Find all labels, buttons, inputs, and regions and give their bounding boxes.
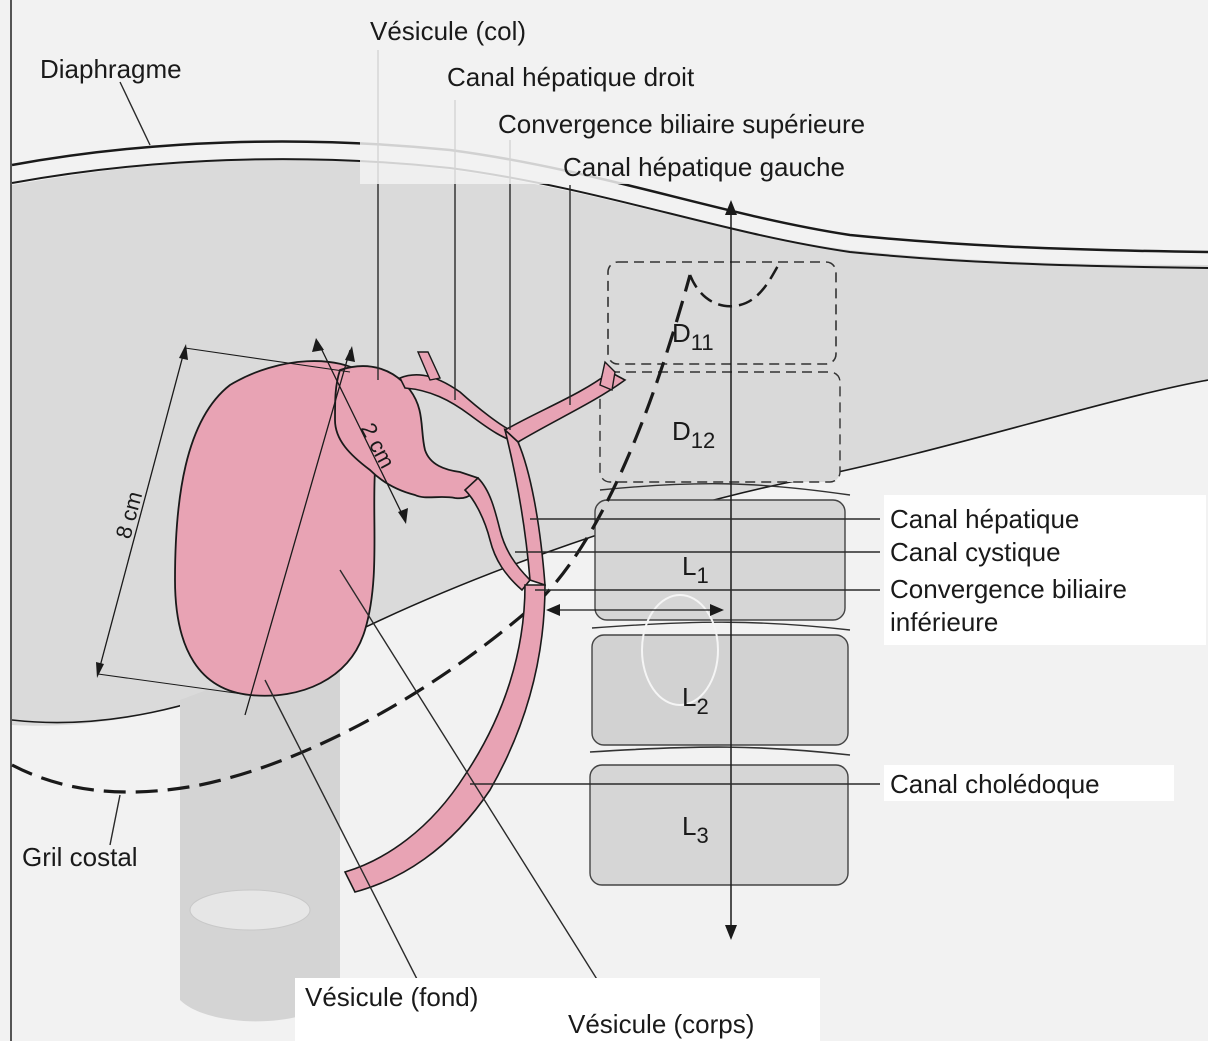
vertebra-l3	[590, 765, 848, 885]
label-vesicule-corps: Vésicule (corps)	[568, 1009, 754, 1039]
label-convergence-inferieure-2: inférieure	[890, 607, 998, 637]
label-canal-hepatique-droit: Canal hépatique droit	[447, 62, 695, 92]
label-vesicule-col: Vésicule (col)	[370, 16, 526, 46]
colon-end	[190, 890, 310, 930]
label-diaphragme: Diaphragme	[40, 54, 182, 84]
label-canal-choledoque: Canal cholédoque	[890, 769, 1100, 799]
label-vesicule-fond: Vésicule (fond)	[305, 982, 478, 1012]
colon-shadow	[180, 640, 340, 1021]
label-gril-costal: Gril costal	[22, 842, 138, 872]
vertebra-d12	[600, 372, 840, 482]
label-canal-hepatique-gauche: Canal hépatique gauche	[563, 152, 845, 182]
label-canal-hepatique: Canal hépatique	[890, 504, 1079, 534]
label-canal-cystique: Canal cystique	[890, 537, 1061, 567]
vertebra-l1	[595, 500, 845, 620]
vertebra-l2	[592, 635, 848, 745]
left-frame-line	[10, 0, 12, 1041]
label-convergence-inferieure-1: Convergence biliaire	[890, 574, 1127, 604]
label-convergence-superieure: Convergence biliaire supérieure	[498, 109, 865, 139]
